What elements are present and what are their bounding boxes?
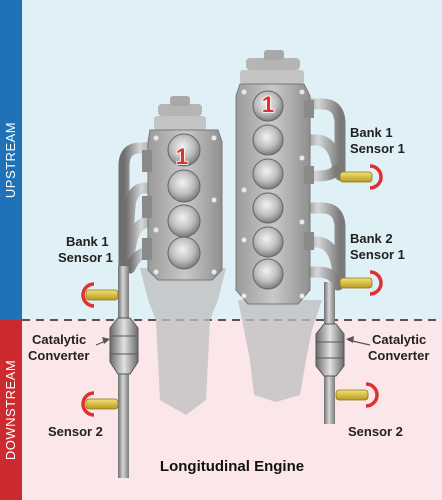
left-cylinder-number: 1 (176, 144, 188, 169)
right-converter-arrow (346, 336, 371, 346)
left-pulley (158, 104, 202, 116)
right-converter-label-line2: Converter (368, 348, 429, 363)
right-cylinder (252, 124, 284, 156)
left-engine: 1 (109, 96, 223, 478)
left-cylinder (167, 204, 201, 238)
left-catalytic-converter (109, 317, 139, 375)
left-converter-arrow (95, 337, 110, 346)
left-cylinder (167, 169, 201, 203)
right-sensor2-label: Sensor 2 (348, 424, 403, 439)
right-cylinder (252, 90, 284, 122)
right-bank2-bank-label: Bank 2 (350, 231, 393, 246)
left-transmission (140, 268, 226, 415)
right-pulley (246, 58, 300, 70)
left-sensor1-bank-label: Bank 1 (66, 234, 109, 249)
left-converter-label-line2: Converter (28, 348, 89, 363)
left-sensor1-sensor-label: Sensor 1 (58, 250, 113, 265)
right-cylinder (252, 226, 284, 258)
right-cylinder (252, 192, 284, 224)
right-transmission (238, 300, 322, 402)
right-engine: 1 (235, 50, 346, 424)
left-sensor2-label: Sensor 2 (48, 424, 103, 439)
right-catalytic-converter (315, 323, 345, 377)
right-cylinder (252, 158, 284, 190)
right-bank2-sensor-label: Sensor 1 (350, 247, 405, 262)
right-downstream-sensor (335, 382, 379, 408)
right-bank2-sensor (339, 270, 383, 296)
right-bank1-bank-label: Bank 1 (350, 125, 393, 140)
left-cylinder (167, 236, 201, 270)
diagram-caption: Longitudinal Engine (160, 458, 304, 475)
upstream-label: UPSTREAM (3, 122, 18, 198)
left-cylinder (167, 133, 201, 167)
right-bank1-sensor-label: Sensor 1 (350, 141, 405, 156)
right-cylinder-number: 1 (262, 92, 274, 117)
right-bank1-sensor (339, 164, 383, 190)
right-cylinder (252, 258, 284, 290)
right-exhaust-header (294, 98, 346, 291)
downstream-label: DOWNSTREAM (3, 360, 18, 460)
left-downstream-sensor (81, 391, 119, 417)
right-converter-label-line1: Catalytic (372, 332, 426, 347)
downstream-bar (0, 320, 22, 500)
upstream-bar (0, 0, 22, 320)
left-upstream-sensor (81, 282, 119, 308)
downstream-zone (0, 320, 442, 500)
left-converter-label-line1: Catalytic (32, 332, 86, 347)
